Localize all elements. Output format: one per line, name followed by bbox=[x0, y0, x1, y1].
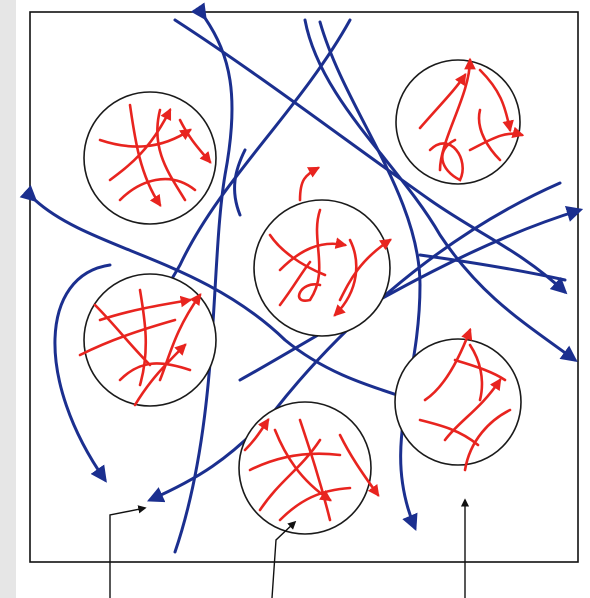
flow-line bbox=[235, 150, 245, 215]
region-circle bbox=[84, 274, 216, 406]
region-circle bbox=[396, 60, 520, 184]
region-circle bbox=[239, 402, 371, 534]
region-circle bbox=[254, 200, 390, 336]
region-circle bbox=[84, 92, 216, 224]
pointer-arrow bbox=[110, 508, 145, 598]
